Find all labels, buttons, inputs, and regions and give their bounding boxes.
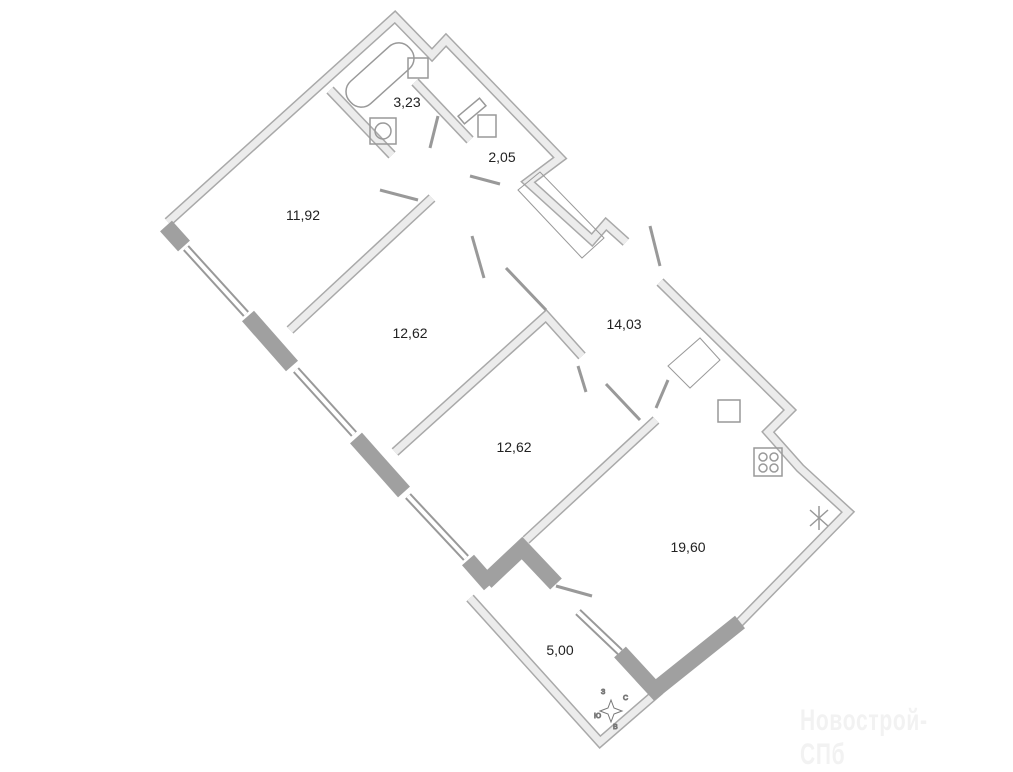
room-area-bedroom-3: 12,62	[496, 439, 532, 455]
doors	[379, 115, 670, 598]
svg-text:В: В	[613, 724, 618, 731]
solid-walls	[160, 220, 745, 701]
outer-walls	[164, 10, 856, 749]
svg-text:Ю: Ю	[594, 713, 601, 720]
room-area-balcony: 5,00	[546, 642, 574, 658]
room-area-kitchen-living: 19,60	[670, 539, 706, 555]
bathtub-icon	[345, 42, 415, 108]
compass-icon: С В Ю З	[594, 689, 629, 732]
room-area-bedroom-2: 12,62	[392, 325, 428, 341]
svg-text:С: С	[623, 695, 628, 702]
toilet-icon	[477, 114, 497, 138]
stove-icon	[753, 447, 783, 477]
room-area-toilet: 2,05	[488, 149, 516, 165]
watermark: Новострой-СПб	[800, 704, 928, 771]
stairs	[517, 171, 721, 389]
svg-text:З: З	[601, 689, 605, 696]
room-area-bathroom: 3,23	[393, 94, 421, 110]
kitchen-sink-icon	[717, 399, 741, 423]
room-area-bedroom-1: 11,92	[286, 207, 320, 223]
washer-icon	[369, 117, 397, 145]
fixtures	[345, 42, 829, 530]
sink-icon	[407, 57, 429, 79]
room-area-hall: 14,03	[606, 316, 642, 332]
